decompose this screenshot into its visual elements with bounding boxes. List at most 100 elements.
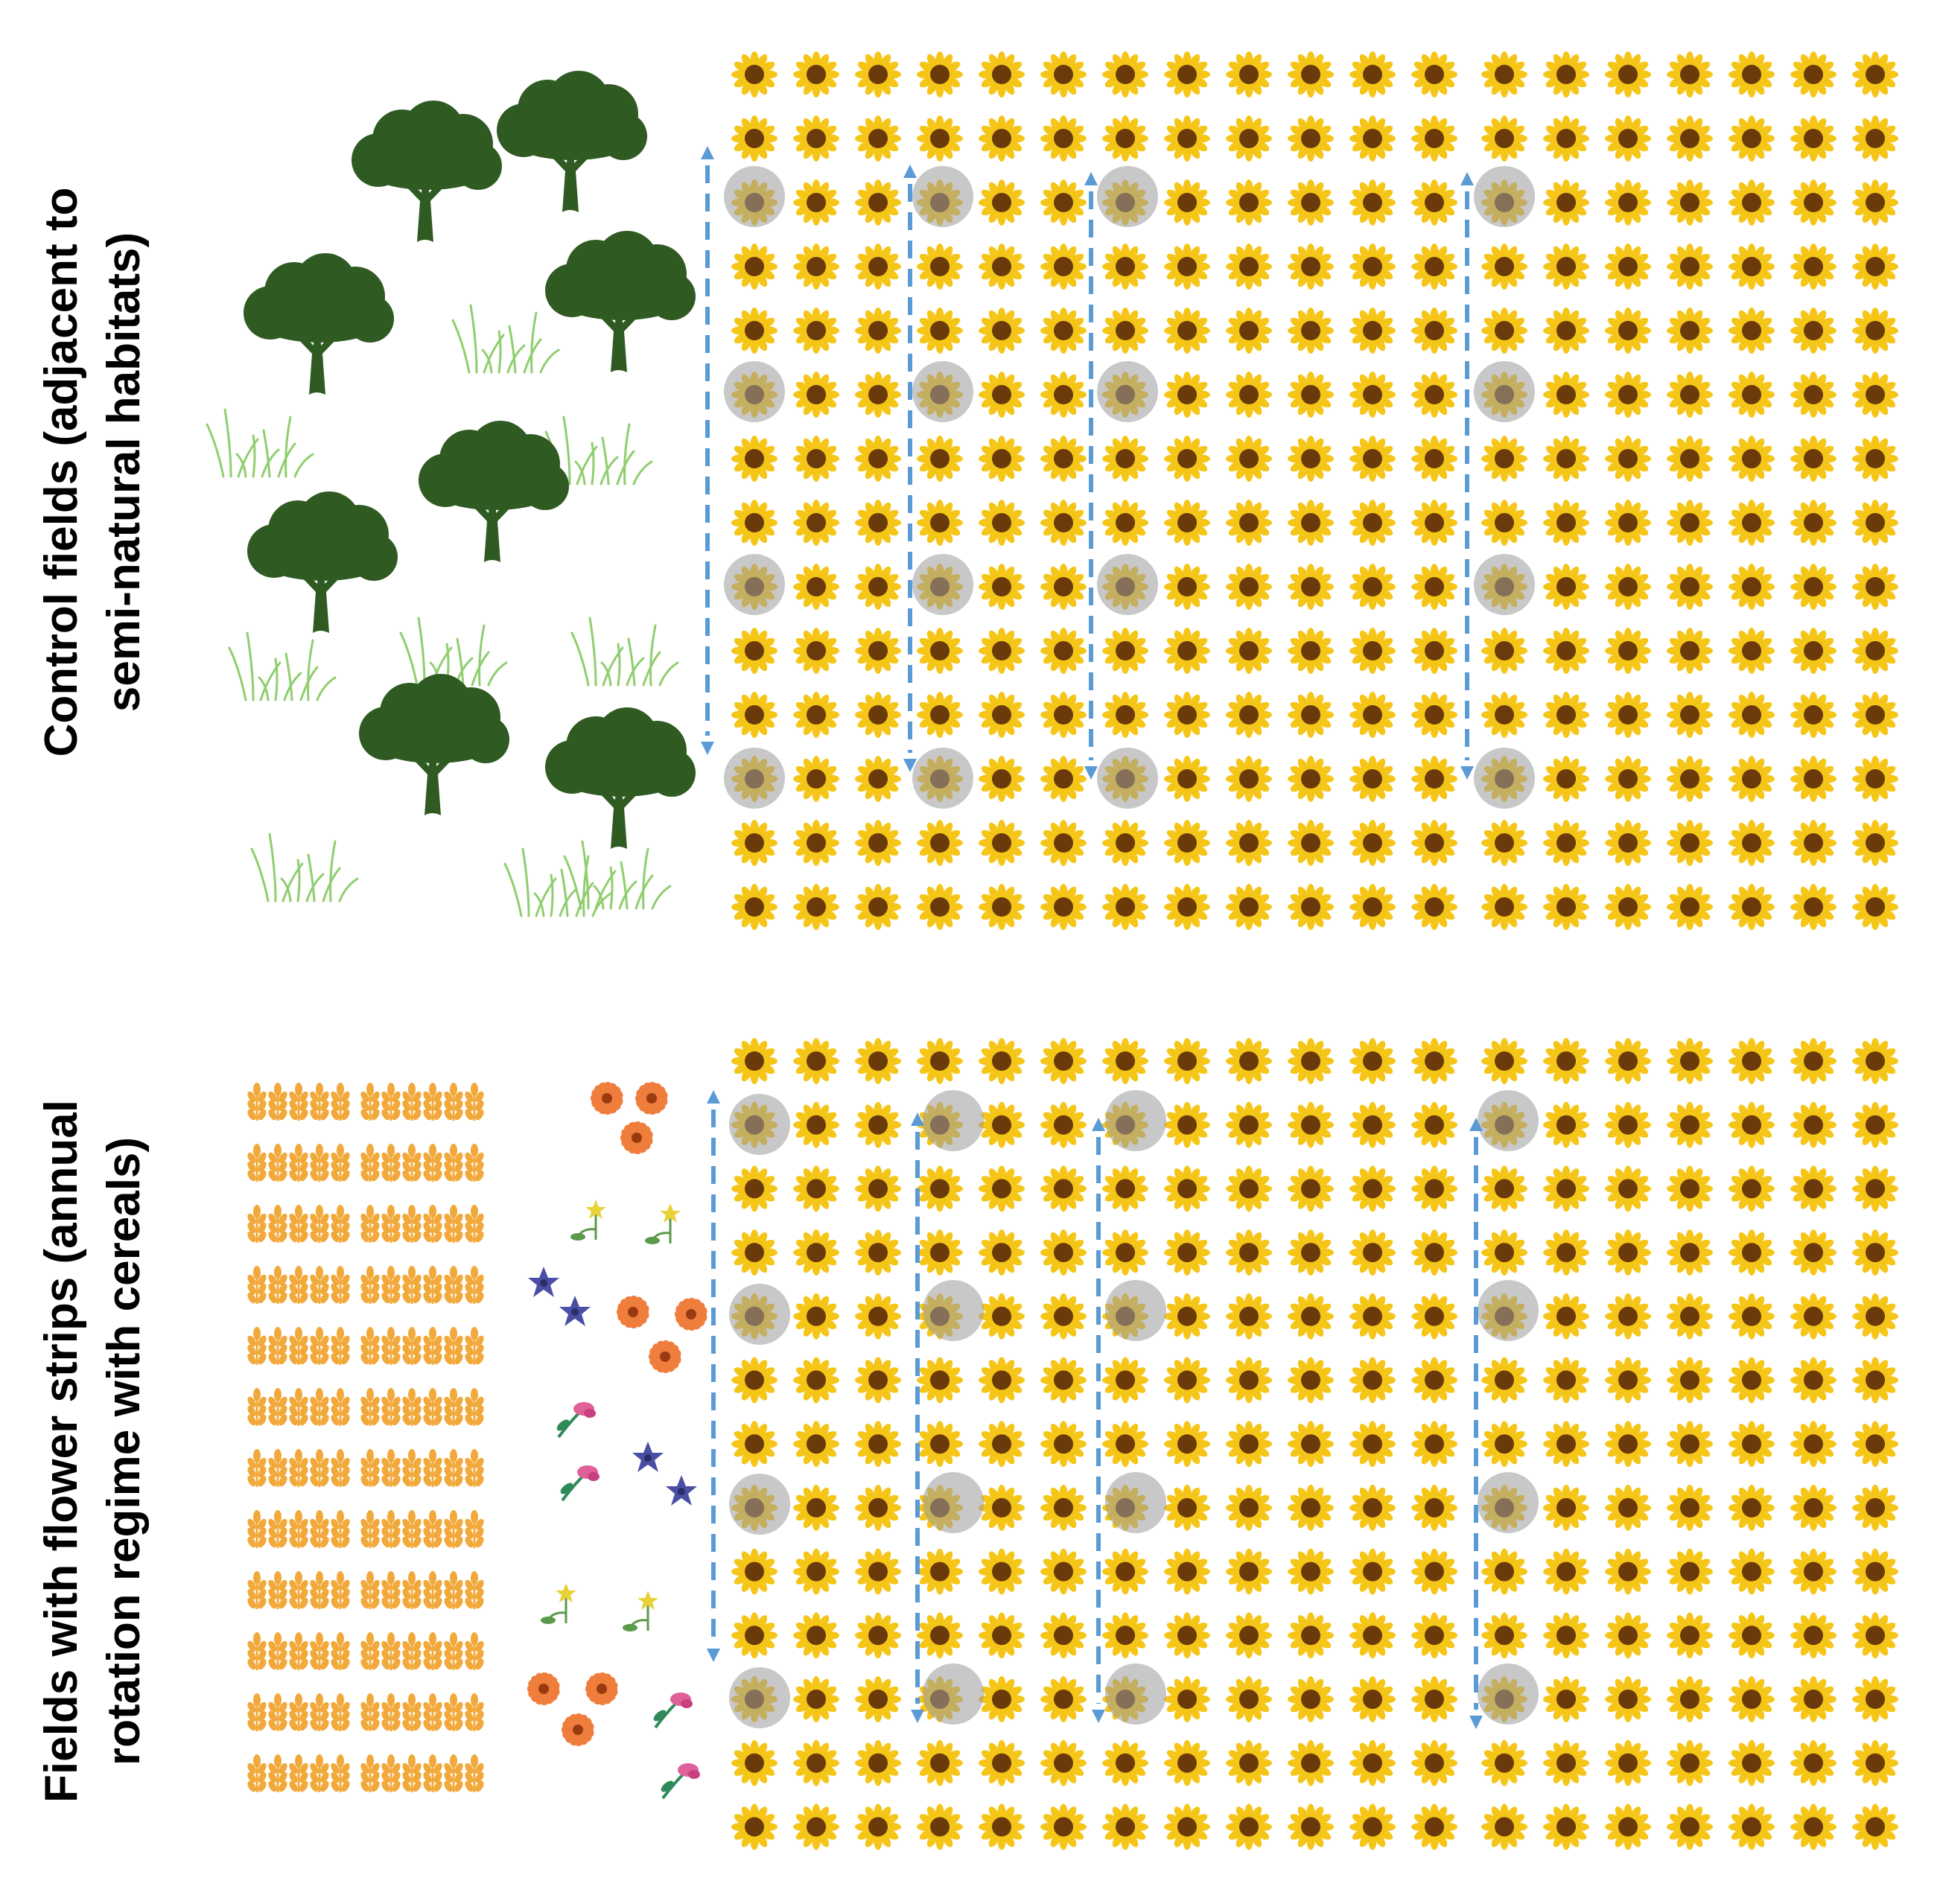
- sunflower-icon: [1349, 564, 1396, 610]
- wheat-icon: [359, 1571, 381, 1611]
- sunflower-icon: [1667, 372, 1713, 418]
- sunflower-icon: [1040, 1229, 1087, 1276]
- sunflower-icon: [1288, 1803, 1334, 1850]
- sunflower-icon: [979, 500, 1025, 546]
- sunflower-icon: [1411, 692, 1457, 738]
- sampling-point-icon: [1097, 361, 1158, 422]
- sunflower-icon: [1790, 628, 1837, 674]
- wheat-icon: [401, 1449, 423, 1489]
- sunflower-icon: [1349, 308, 1396, 354]
- sunflower-icon: [855, 692, 901, 738]
- sunflower-icon: [1605, 1548, 1651, 1595]
- transect-arrow-icon: [903, 165, 917, 772]
- sunflower-icon: [1481, 51, 1527, 98]
- sunflower-icon: [1852, 1739, 1898, 1786]
- sunflower-icon: [793, 1421, 839, 1468]
- sunflower-icon: [979, 1038, 1025, 1084]
- sunflower-icon: [1667, 308, 1713, 354]
- sampling-point-icon: [724, 361, 785, 422]
- sunflower-icon: [1288, 756, 1334, 802]
- sunflower-icon: [1040, 628, 1087, 674]
- sunflower-icon: [1852, 884, 1898, 930]
- sunflower-icon: [1349, 884, 1396, 930]
- sunflower-icon: [793, 115, 839, 162]
- sunflower-icon: [1349, 1165, 1396, 1212]
- wheat-icon: [287, 1693, 310, 1733]
- sunflower-icon: [979, 756, 1025, 802]
- sunflower-icon: [917, 1357, 963, 1404]
- sunflower-icon: [1729, 564, 1775, 610]
- sunflower-icon: [917, 1421, 963, 1468]
- sunflower-icon: [1543, 1739, 1589, 1786]
- wheat-icon: [308, 1205, 331, 1244]
- sunflower-icon: [1102, 1612, 1148, 1659]
- wheat-icon: [329, 1571, 352, 1611]
- wheat-icon: [359, 1205, 381, 1244]
- wheat-icon: [422, 1327, 444, 1366]
- wheat-icon: [442, 1571, 465, 1611]
- sunflower-icon: [1729, 1357, 1775, 1404]
- sunflower-icon: [1164, 1293, 1210, 1340]
- sampling-point-icon: [1474, 361, 1535, 422]
- sunflower-icon: [979, 628, 1025, 674]
- wheat-icon: [442, 1144, 465, 1183]
- sunflower-icon: [1543, 820, 1589, 866]
- sunflower-icon: [793, 372, 839, 418]
- wheat-icon: [329, 1388, 352, 1427]
- sunflower-icon: [1164, 820, 1210, 866]
- sunflower-icon: [793, 1165, 839, 1212]
- sunflower-icon: [1164, 1421, 1210, 1468]
- sunflower-field-flower-strips: [731, 1038, 1898, 1850]
- sunflower-icon: [1102, 884, 1148, 930]
- wheat-icon: [401, 1693, 423, 1733]
- sunflower-icon: [1288, 500, 1334, 546]
- sampling-point-icon: [912, 166, 973, 227]
- sunflower-icon: [1481, 1612, 1527, 1659]
- wheat-icon: [267, 1693, 289, 1733]
- sunflower-icon: [1349, 756, 1396, 802]
- wheat-icon: [246, 1205, 268, 1244]
- wheat-icon: [359, 1083, 381, 1122]
- sunflower-icon: [1605, 1038, 1651, 1084]
- sunflower-icon: [793, 564, 839, 610]
- sunflower-icon: [1790, 500, 1837, 546]
- sunflower-icon: [979, 564, 1025, 610]
- sunflower-icon: [917, 436, 963, 482]
- sunflower-icon: [1349, 692, 1396, 738]
- sunflower-icon: [1790, 179, 1837, 226]
- sunflower-icon: [1852, 436, 1898, 482]
- sunflower-icon: [1226, 1421, 1272, 1468]
- sunflower-icon: [1605, 179, 1651, 226]
- sunflower-icon: [1852, 1165, 1898, 1212]
- sunflower-icon: [979, 1229, 1025, 1276]
- sunflower-icon: [1164, 1803, 1210, 1850]
- sunflower-icon: [917, 692, 963, 738]
- wheat-icon: [267, 1388, 289, 1427]
- sunflower-icon: [1226, 628, 1272, 674]
- sunflower-icon: [1605, 1293, 1651, 1340]
- sunflower-icon: [1102, 243, 1148, 290]
- sunflower-icon: [1543, 179, 1589, 226]
- sampling-point-icon: [912, 748, 973, 809]
- wheat-icon: [401, 1266, 423, 1305]
- sunflower-icon: [731, 1421, 777, 1468]
- wheat-icon: [308, 1388, 331, 1427]
- wheat-icon: [359, 1144, 381, 1183]
- sunflower-icon: [793, 436, 839, 482]
- wheat-icon: [359, 1449, 381, 1489]
- sunflower-icon: [1729, 1484, 1775, 1531]
- sunflower-icon: [1288, 436, 1334, 482]
- sunflower-icon: [1226, 308, 1272, 354]
- sunflower-icon: [1790, 884, 1837, 930]
- sunflower-icon: [1349, 1739, 1396, 1786]
- sunflower-icon: [1790, 115, 1837, 162]
- sampling-point-icon: [1478, 1663, 1539, 1725]
- wheat-icon: [246, 1449, 268, 1489]
- sunflower-icon: [1411, 1038, 1457, 1084]
- sunflower-icon: [731, 1229, 777, 1276]
- sunflower-icon: [1102, 1165, 1148, 1212]
- sunflower-icon: [1852, 692, 1898, 738]
- sunflower-icon: [1102, 308, 1148, 354]
- sunflower-icon: [1164, 243, 1210, 290]
- wheat-icon: [380, 1327, 402, 1366]
